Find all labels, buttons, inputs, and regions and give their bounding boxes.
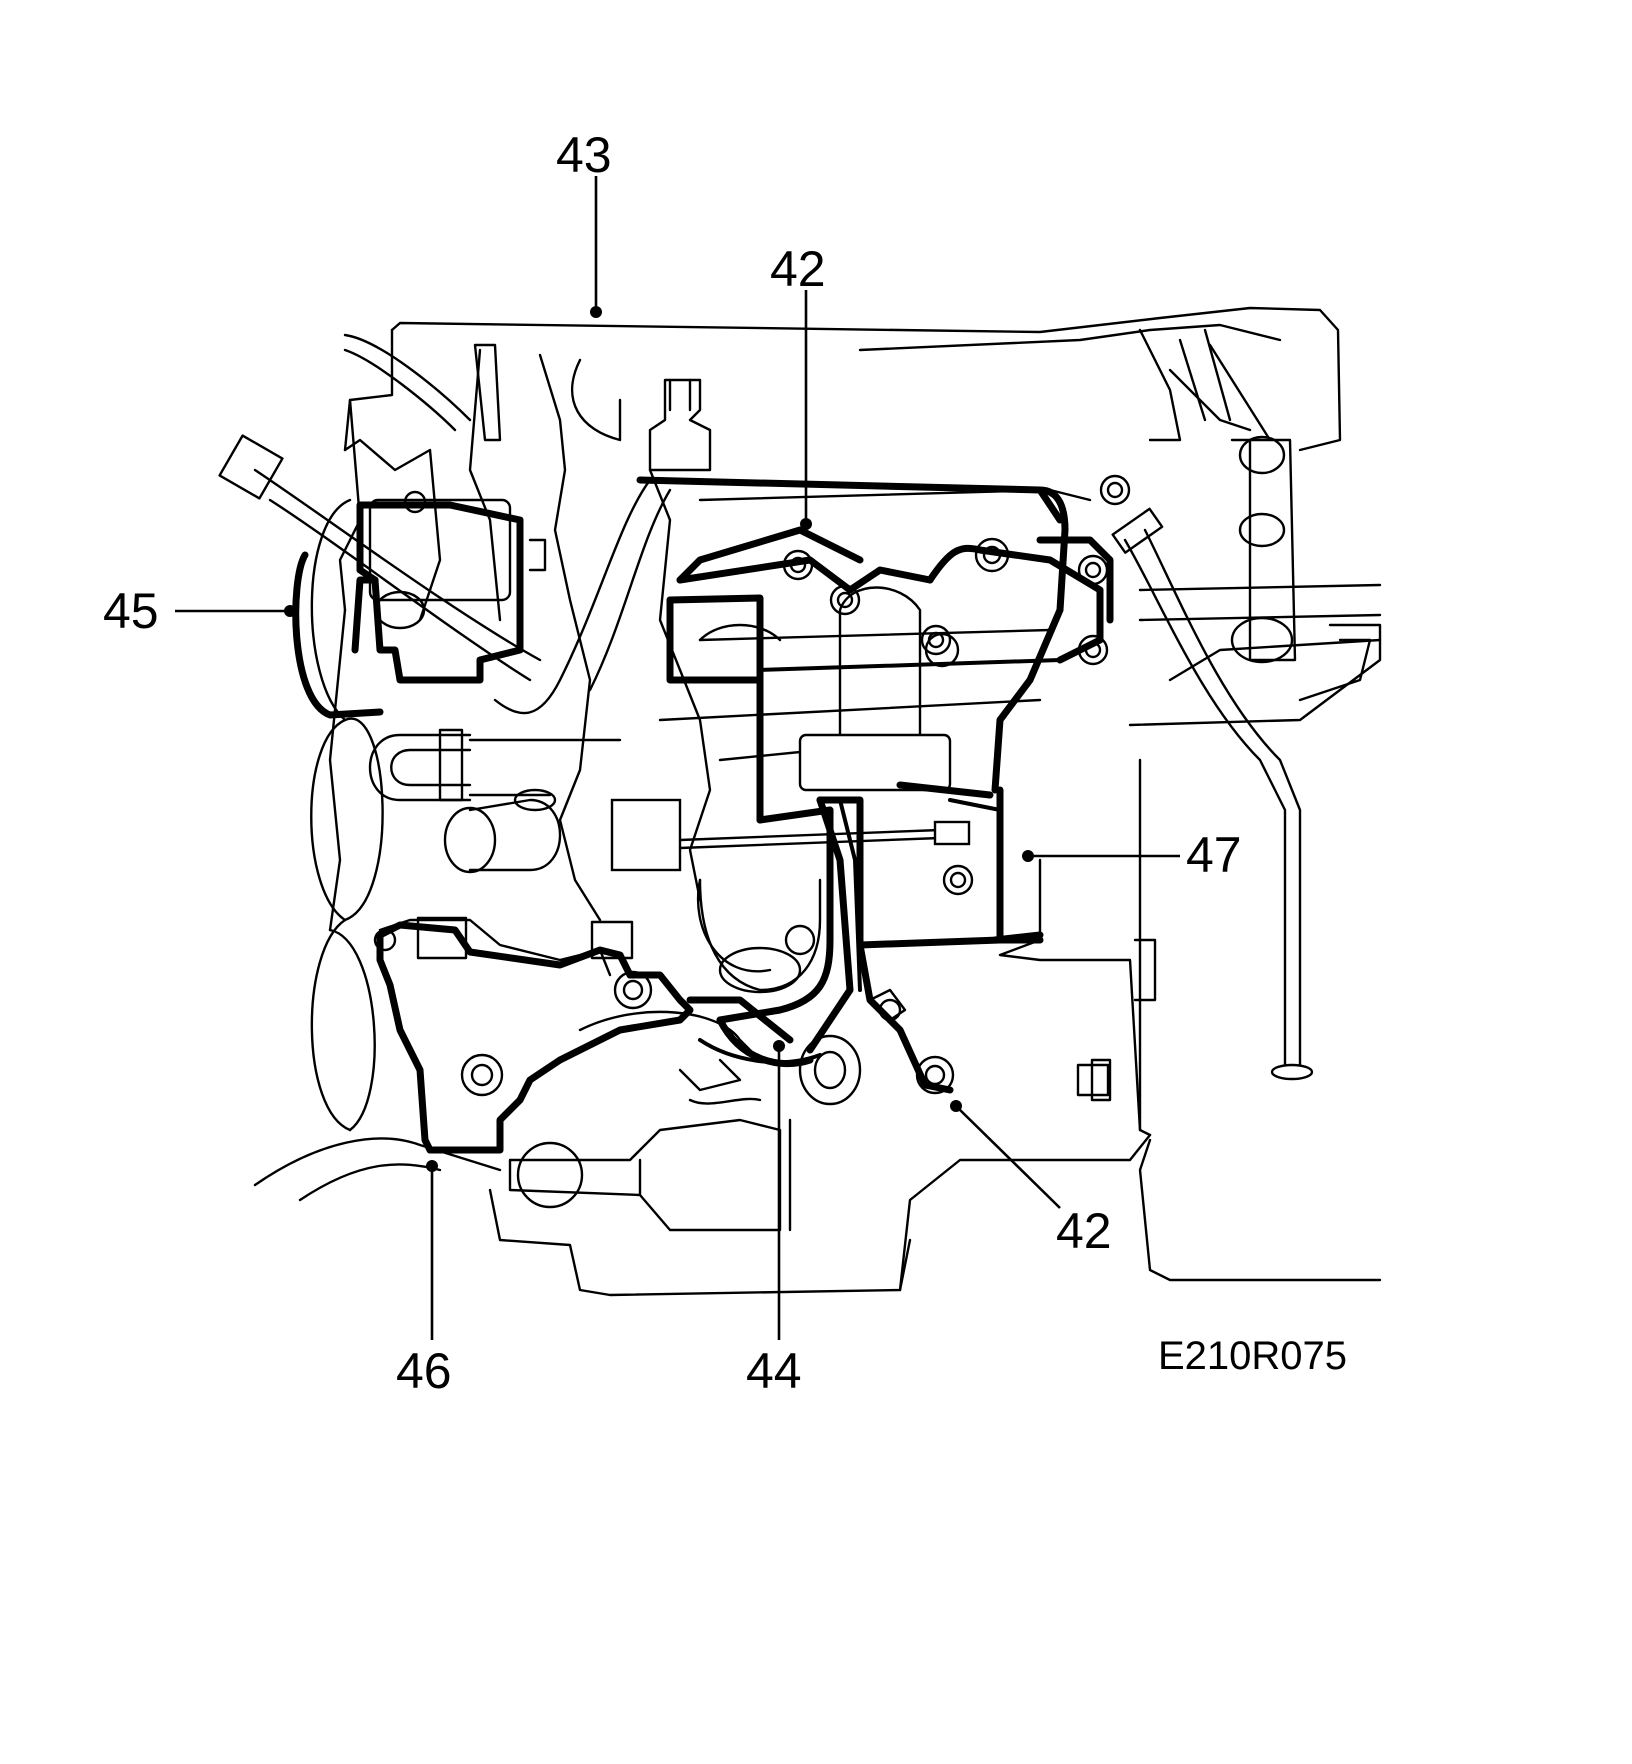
callout-45: 45 <box>103 583 159 639</box>
figure-code: E210R075 <box>1158 1334 1348 1378</box>
wiring-harness <box>292 476 1114 1154</box>
callout-47: 47 <box>1186 827 1242 883</box>
engine-block-outline <box>218 306 1382 1297</box>
callout-44: 44 <box>746 1343 802 1399</box>
callout-42-bottom: 42 <box>1056 1203 1112 1259</box>
callout-43: 43 <box>556 127 612 183</box>
callout-42-top: 42 <box>770 241 826 297</box>
callout-46: 46 <box>396 1343 452 1399</box>
leader-lines <box>175 176 1180 1340</box>
